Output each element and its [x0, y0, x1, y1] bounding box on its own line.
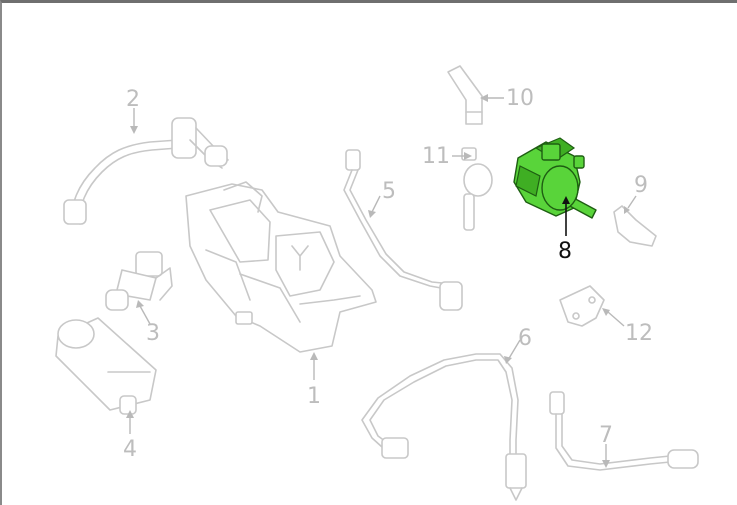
callout-9[interactable]: 9	[634, 173, 648, 198]
callout-5[interactable]: 5	[382, 179, 396, 204]
callout-11[interactable]: 11	[422, 144, 450, 169]
part-8-solenoid-valve-highlighted[interactable]	[513, 137, 597, 219]
callout-10[interactable]: 10	[506, 86, 534, 111]
callout-2[interactable]: 2	[126, 87, 140, 112]
callout-12[interactable]: 12	[625, 321, 653, 346]
callout-4[interactable]: 4	[123, 437, 137, 462]
callout-8[interactable]: 8	[558, 239, 572, 264]
callout-1[interactable]: 1	[307, 384, 321, 409]
callout-3[interactable]: 3	[146, 321, 160, 346]
part-4-canister[interactable]	[55, 317, 157, 415]
part-10-bent-pipe[interactable]	[447, 65, 483, 125]
leader-lines	[126, 94, 637, 468]
callout-7[interactable]: 7	[599, 423, 613, 448]
part-11-valve[interactable]	[461, 147, 493, 231]
part-12-bracket[interactable]	[559, 285, 605, 327]
part-7-oxygen-sensor[interactable]	[549, 391, 699, 471]
part-9-bracket[interactable]	[613, 205, 657, 247]
part-2-hose[interactable]	[63, 117, 229, 225]
part-5-sensor-wire[interactable]	[343, 149, 463, 311]
callout-6[interactable]: 6	[518, 326, 532, 351]
part-3-sensor[interactable]	[105, 251, 173, 311]
part-6-oxygen-sensor[interactable]	[361, 353, 527, 501]
part-1-main-unit[interactable]	[185, 181, 377, 353]
